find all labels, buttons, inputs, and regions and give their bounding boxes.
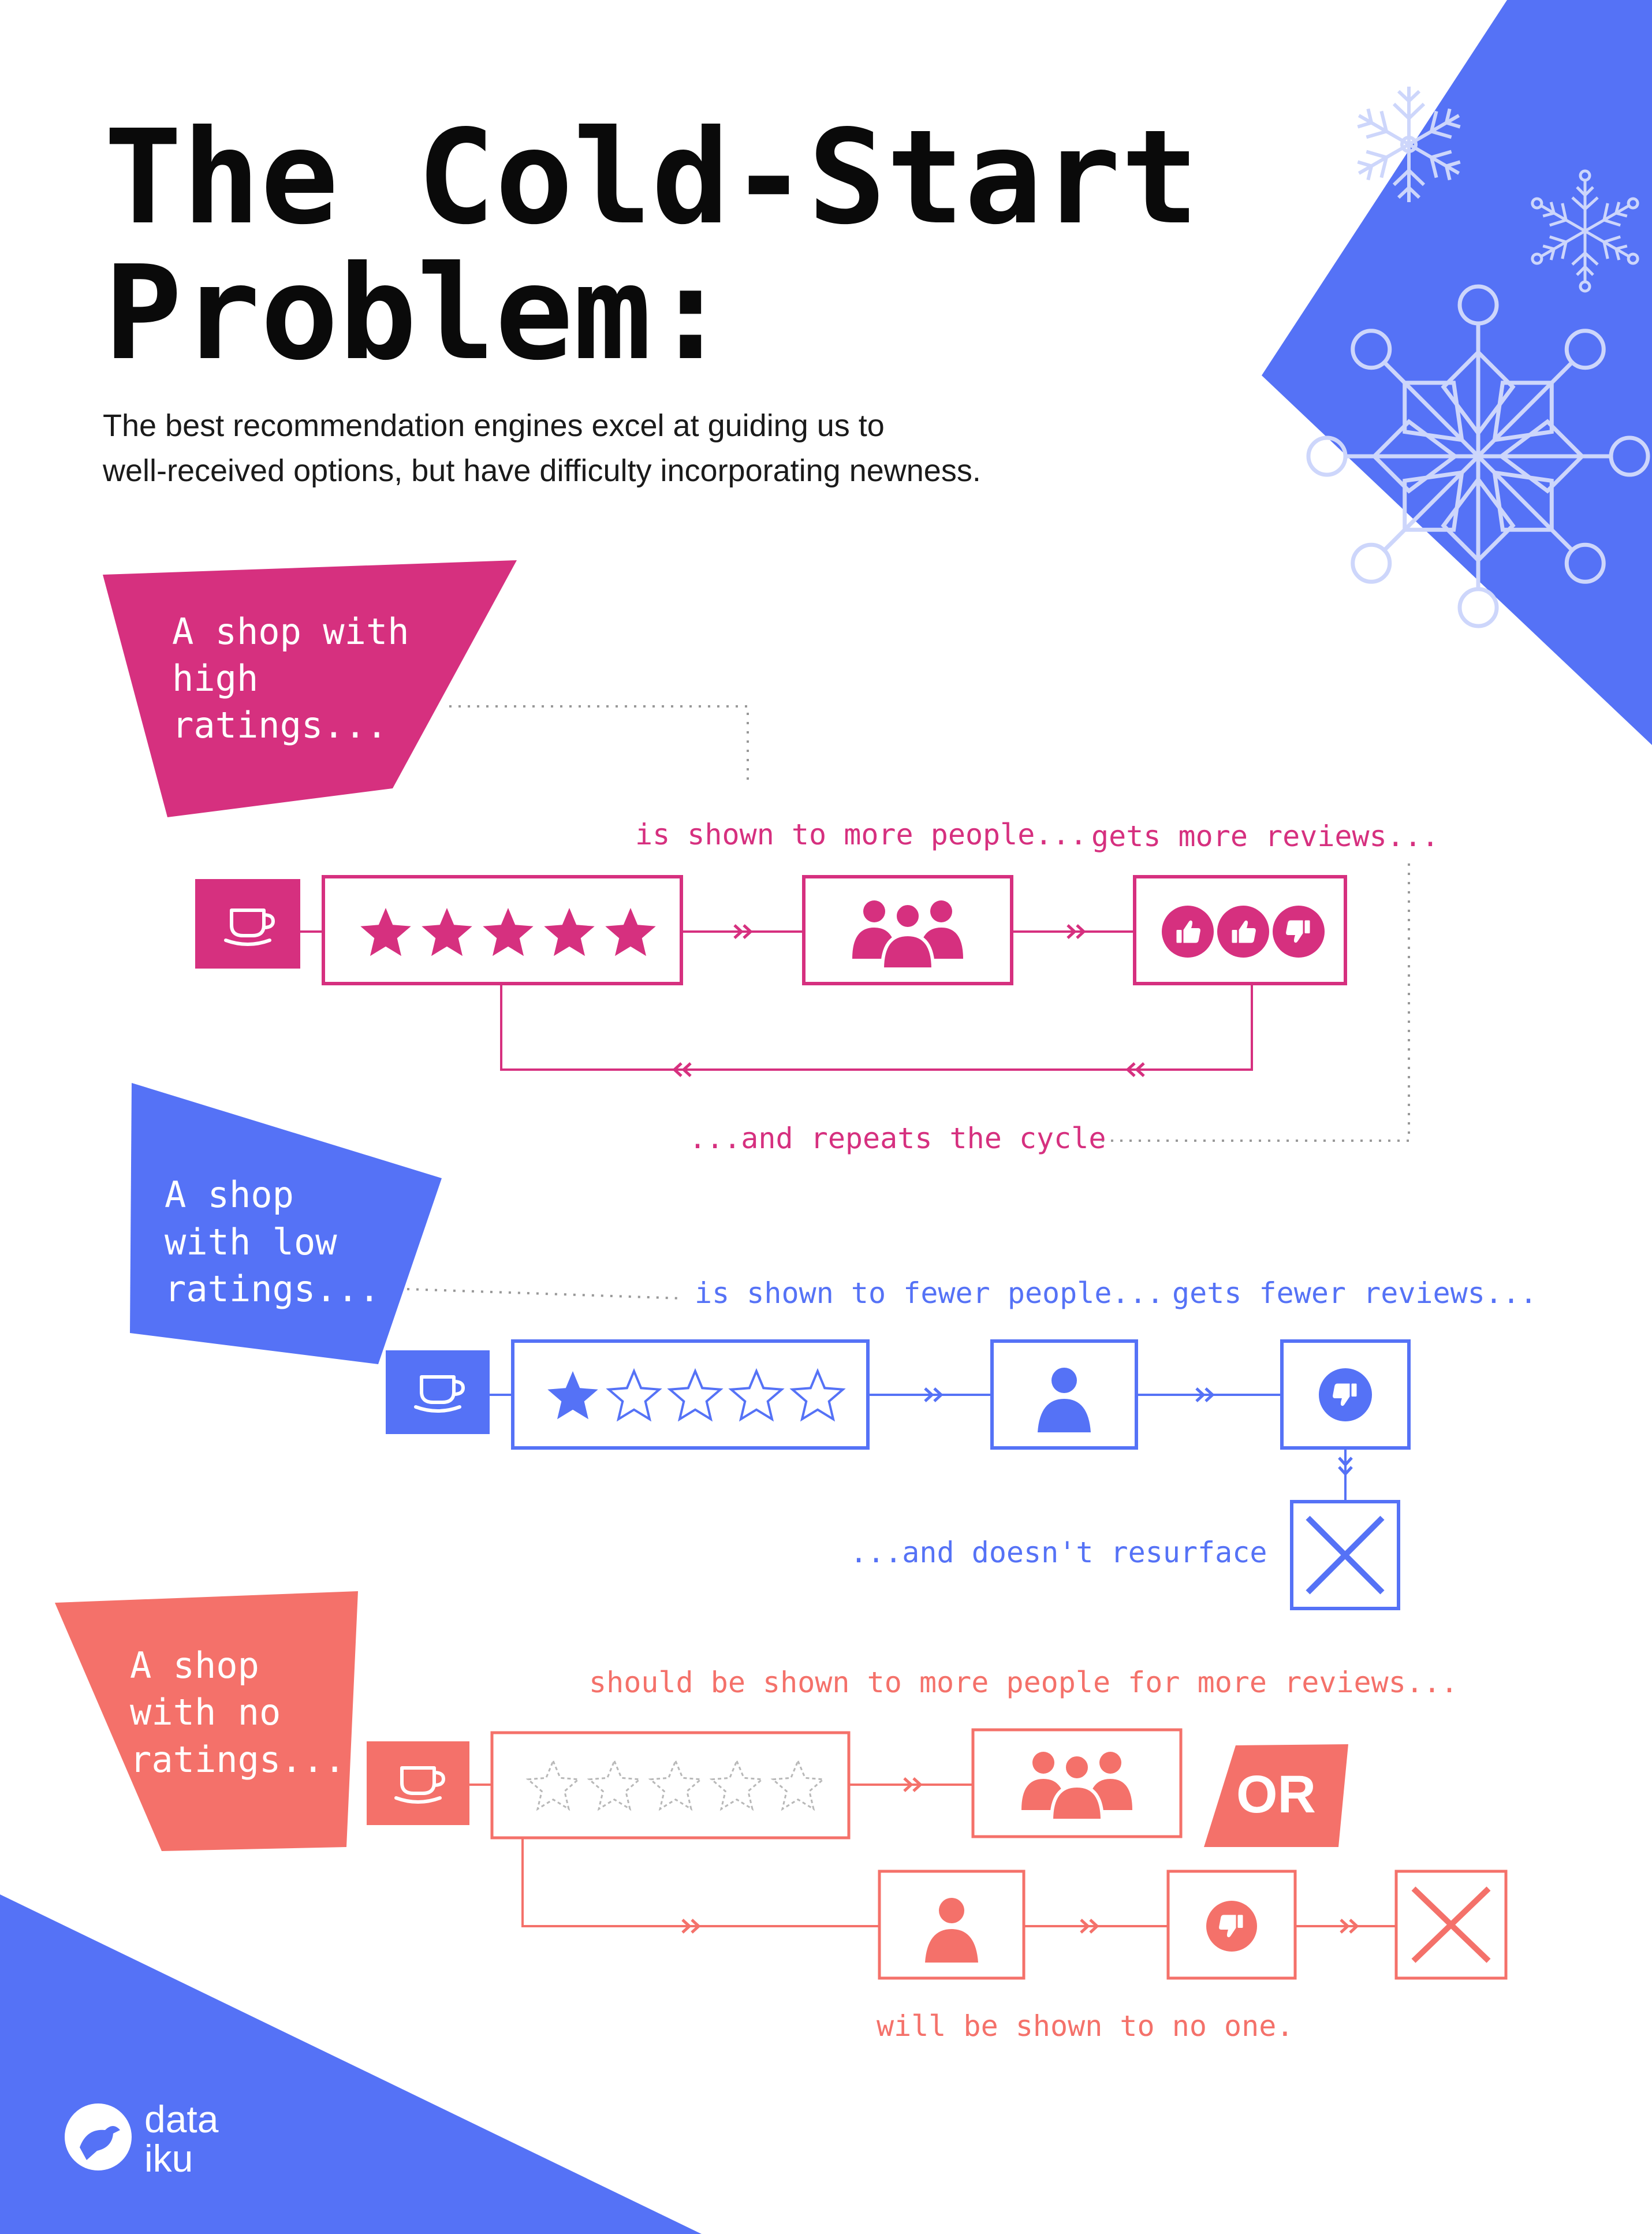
high-cup-box [195, 879, 300, 969]
x-mark-icon [1411, 1886, 1491, 1963]
empty-star-icon [728, 1368, 785, 1422]
low-star-rating [547, 1368, 846, 1422]
high-label-line-1: A shop with [172, 610, 409, 653]
none-noone-text: will be shown to no one. [877, 2009, 1293, 2043]
small-snowflake-icon [1351, 87, 1466, 202]
none-branch-line [521, 1838, 879, 1927]
medium-snowflake-icon [1527, 169, 1643, 291]
high-dotted-connector [449, 705, 749, 783]
low-label-line-3: ratings... [165, 1268, 380, 1310]
dashed-star-icon [648, 1759, 703, 1811]
none-review-box [1166, 1870, 1297, 1980]
high-shown-text: is shown to more people... [635, 818, 1087, 851]
no-ratings-section: A shop with no ratings... should be show… [55, 1591, 1508, 2043]
high-cycle-dotted-connector [1100, 863, 1410, 1142]
high-cycle-loop-line [500, 984, 1253, 1071]
high-reviews-box [1133, 875, 1347, 985]
large-snowflake-icon [1308, 284, 1648, 626]
dashed-star-icon [525, 1759, 581, 1811]
low-end-text: ...and doesn't resurface [850, 1536, 1267, 1569]
person-icon [925, 1898, 978, 1963]
high-label-line-3: ratings... [172, 704, 387, 746]
person-icon [1038, 1368, 1091, 1432]
low-label-line-2: with low [165, 1221, 337, 1263]
low-x-box [1290, 1500, 1400, 1610]
none-label-line-2: with no [130, 1691, 281, 1733]
high-label-banner [103, 560, 517, 817]
none-person-box [878, 1870, 1025, 1980]
none-stars-box [490, 1731, 851, 1840]
filled-star-icon [360, 908, 411, 956]
empty-star-icon [606, 1368, 662, 1422]
filled-star-icon [544, 908, 595, 956]
dashed-star-icon [709, 1759, 765, 1811]
none-should-text: should be shown to more people for more … [589, 1666, 1458, 1699]
group-of-people-icon [1021, 1752, 1132, 1820]
high-star-rating [360, 908, 656, 956]
or-badge [1204, 1744, 1348, 1847]
brand-line-2: iku [144, 2137, 193, 2180]
high-cycle-text: ...and repeats the cycle [689, 1122, 1106, 1155]
filled-star-icon [422, 908, 472, 956]
none-people-box [971, 1728, 1183, 1838]
high-reviews-text: gets more reviews... [1091, 820, 1439, 853]
dashed-star-icon [587, 1759, 642, 1811]
filled-star-icon [605, 908, 656, 956]
high-people-box [802, 875, 1013, 985]
low-shown-text: is shown to fewer people... [695, 1276, 1164, 1310]
empty-star-icon [789, 1368, 846, 1422]
low-label-banner [130, 1083, 442, 1364]
none-label-line-3: ratings... [130, 1738, 345, 1781]
high-label-line-2: high [172, 657, 258, 699]
filled-star-icon [547, 1371, 598, 1420]
low-cup-box [386, 1350, 490, 1434]
low-dotted-connector [407, 1288, 682, 1300]
none-star-rating [525, 1759, 826, 1811]
dataiku-logo: data iku [65, 2098, 219, 2180]
low-ratings-section: A shop with low ratings... is shown to f… [130, 1083, 1537, 1610]
none-label-banner [55, 1591, 358, 1851]
none-cup-box [367, 1741, 469, 1825]
bottom-left-blue-triangle [0, 1894, 702, 2234]
none-label-line-1: A shop [130, 1644, 259, 1686]
dashed-star-icon [770, 1759, 826, 1811]
low-label-line-1: A shop [165, 1174, 294, 1216]
title-line-1: The Cold-Start [104, 102, 1199, 254]
group-of-people-icon [852, 900, 963, 969]
or-label: OR [1236, 1765, 1316, 1824]
subtitle-line-1: The best recommendation engines excel at… [103, 408, 885, 443]
empty-star-icon [667, 1368, 724, 1422]
low-reviews-text: gets fewer reviews... [1172, 1276, 1537, 1310]
subtitle-line-2: well-received options, but have difficul… [102, 453, 981, 488]
title-line-2: Problem: [104, 238, 730, 389]
high-ratings-section: A shop with high ratings... is shown to … [103, 560, 1439, 1155]
brand-line-1: data [144, 2098, 219, 2140]
none-x-box [1394, 1870, 1508, 1980]
filled-star-icon [483, 908, 534, 956]
x-mark-icon [1306, 1516, 1385, 1595]
